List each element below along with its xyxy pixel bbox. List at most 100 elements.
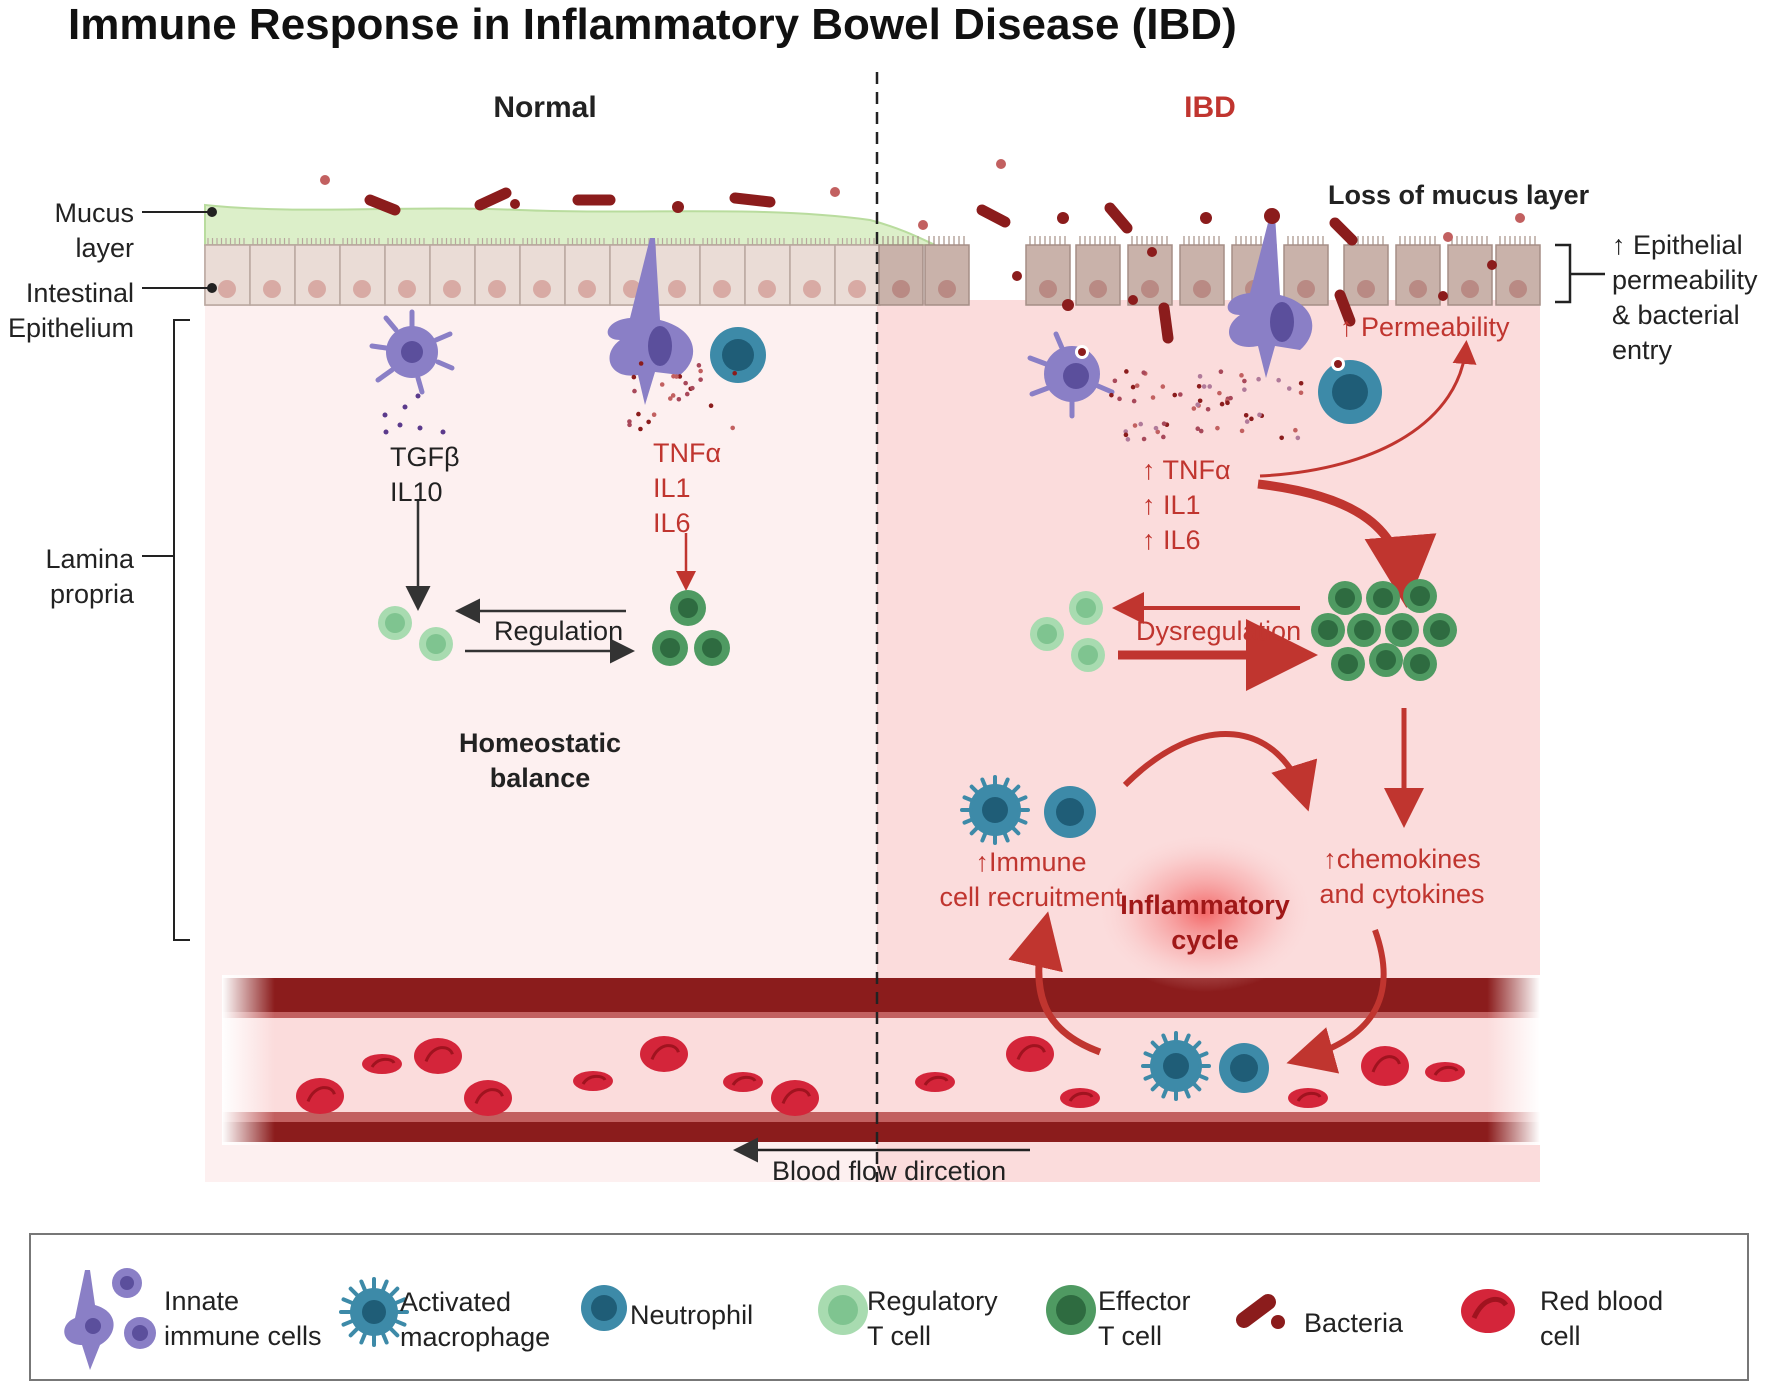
bacterium <box>1334 289 1356 327</box>
epithelial-nucleus-ibd <box>1193 280 1211 298</box>
cytokine-dot <box>1178 392 1183 397</box>
cytokine-dot <box>1198 428 1204 434</box>
epithelial-nucleus <box>263 280 281 298</box>
cytokine-effector-arrow <box>1257 479 1437 608</box>
cytokine-dot <box>1257 412 1262 418</box>
epithelial-nucleus <box>443 280 461 298</box>
cycle-arrow-left <box>1008 911 1102 1056</box>
innate-cell-normal-1 <box>369 309 455 395</box>
bacterium-cocci <box>1438 291 1448 301</box>
epithelial-nucleus-ibd <box>1039 280 1057 298</box>
cytokine-dot <box>417 425 423 431</box>
red-blood-cell-center <box>650 1044 680 1061</box>
macrophage-spike <box>1190 1040 1202 1052</box>
cytokine-dot <box>1207 384 1213 389</box>
cytokine-dot <box>1276 377 1281 383</box>
cytokine-dot <box>1123 432 1129 438</box>
cytokine-dot <box>638 426 643 432</box>
macrophage-spike <box>1009 784 1021 796</box>
cytokine-dot <box>1279 435 1284 441</box>
cytokine-dot <box>397 422 403 428</box>
effector-t-cells-ibd <box>1311 579 1457 681</box>
red-blood-cell <box>915 1072 955 1092</box>
layer-leader-lines <box>142 207 217 941</box>
epithelial-nucleus <box>848 280 866 298</box>
red-blood-cell-center <box>923 1075 949 1086</box>
dendritic-cell-ibd <box>1227 215 1313 378</box>
macrophage-spike <box>980 777 988 790</box>
cytokine-dot <box>677 374 683 379</box>
cytokine-dot <box>1141 436 1147 442</box>
bacterium-cocci <box>918 220 928 230</box>
bacterium-cocci <box>1264 208 1280 224</box>
cytokine-dot <box>1130 384 1136 390</box>
red-blood-cell-center <box>1068 1091 1094 1102</box>
cytokine-dot <box>1155 429 1161 435</box>
effector-t-cell-nucleus <box>1410 586 1430 606</box>
epithelium-label: Intestinal Epithelium <box>7 278 134 343</box>
bacterium <box>474 187 512 211</box>
cytokine-dot <box>631 374 637 380</box>
red-blood-cell <box>573 1071 613 1091</box>
effector-t-cell-nucleus <box>1354 620 1374 640</box>
neutrophil-vessel <box>1219 1043 1269 1093</box>
macrophage-spike <box>962 795 975 803</box>
effector-t-cell-nucleus <box>1410 654 1430 674</box>
legend-label-bacteria: Bacteria <box>1304 1308 1404 1338</box>
red-blood-cell-center <box>306 1086 336 1103</box>
macrophage-spike <box>1183 1086 1191 1099</box>
red-blood-cell <box>296 1078 344 1114</box>
macrophage-spike <box>1150 1080 1162 1092</box>
bacterium-cocci <box>510 199 520 209</box>
epithelial-nucleus <box>758 280 776 298</box>
cytokine-dot <box>708 403 714 408</box>
macrophage-spike <box>1161 1033 1169 1046</box>
cytokine-dot <box>1286 386 1292 391</box>
epithelial-nucleus <box>353 280 371 298</box>
cytokine-dot <box>415 393 421 399</box>
chemokines-label: ↑chemokines and cytokines <box>1319 844 1485 909</box>
cytokine-dot <box>732 370 737 376</box>
macrophage-spike <box>388 1326 400 1338</box>
legend-label-innate: Innate immune cells <box>164 1286 322 1351</box>
cytokine-dot <box>1298 380 1304 386</box>
cytokine-dot <box>651 412 657 417</box>
loss-of-mucus-label: Loss of mucus layer <box>1328 180 1590 210</box>
cytokine-dot <box>1201 384 1207 389</box>
cytokine-dot <box>1239 428 1245 434</box>
cytokine-dot <box>638 361 644 366</box>
epithelial-nucleus-ibd <box>1297 280 1315 298</box>
mucus-layer <box>204 203 936 246</box>
red-blood-cell <box>464 1080 512 1116</box>
epithelial-permeability-note: ↑ Epithelial permeability & bacterial en… <box>1612 230 1758 365</box>
cytokine-dot <box>684 391 690 397</box>
macrophage-spike <box>1183 1033 1191 1046</box>
cytokine-dot <box>1243 412 1249 418</box>
epithelial-nucleus <box>308 280 326 298</box>
epithelial-nucleus <box>803 280 821 298</box>
cytokine-dot <box>646 419 651 425</box>
cytokine-dot <box>1125 437 1131 442</box>
epithelial-nucleus-ibd <box>938 280 956 298</box>
cytokine-dot <box>627 419 632 424</box>
bacterium-cocci <box>1443 232 1453 242</box>
legend-label-regulatory-t: Regulatory T cell <box>867 1286 998 1351</box>
cytokine-dot <box>1197 398 1203 404</box>
innate-immune-cells-icon <box>64 1268 156 1370</box>
red-blood-cell-center <box>581 1074 607 1085</box>
bacterium-cocci <box>1200 212 1212 224</box>
cytokine-dot <box>1218 369 1224 374</box>
epithelial-nucleus <box>668 280 686 298</box>
cytokine-dot <box>1225 400 1230 406</box>
effector-t-cell-nucleus <box>1335 588 1355 608</box>
effector-t-cell-nucleus <box>1392 620 1412 640</box>
red-blood-cell <box>1060 1088 1100 1108</box>
cytokine-dot <box>1215 425 1220 431</box>
macrophage-spike <box>980 830 988 843</box>
cytokine-dot <box>1217 390 1222 396</box>
cytokine-dot <box>659 382 665 387</box>
effector-t-cell-nucleus <box>1430 620 1450 640</box>
bacteria-group <box>320 159 1525 344</box>
lamina-propria-label: Lamina propria <box>45 544 134 609</box>
red-blood-cell-center <box>731 1075 757 1086</box>
